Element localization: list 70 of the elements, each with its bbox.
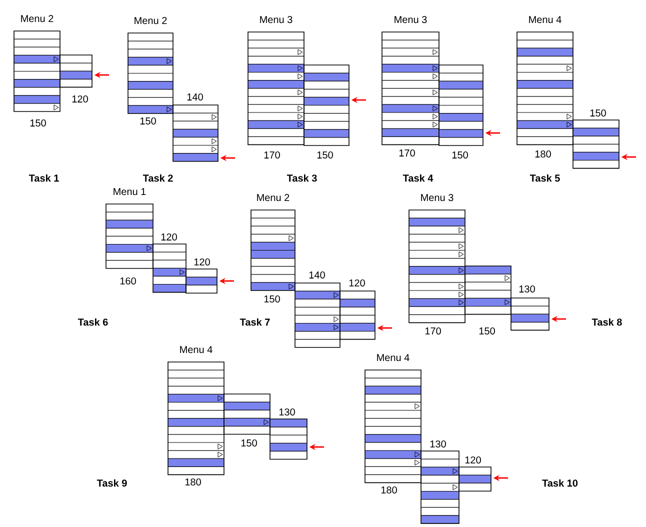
width-label: 180 — [535, 150, 551, 158]
width-label: 120 — [194, 258, 210, 266]
task-label: Task 9 — [96, 479, 127, 487]
width-label: 140 — [309, 271, 325, 279]
width-label: 180 — [185, 478, 201, 486]
menu-column — [250, 210, 296, 291]
width-label: 120 — [161, 233, 177, 241]
width-label: 150 — [590, 109, 606, 117]
menu-column — [340, 290, 376, 340]
task-label: Task 5 — [530, 174, 560, 182]
menu-column — [572, 120, 620, 169]
menu-column — [304, 64, 350, 146]
menu-column — [270, 418, 308, 460]
menu-column — [510, 298, 550, 331]
menu-column — [458, 466, 492, 492]
width-label: 170 — [425, 327, 441, 335]
menu-column — [364, 370, 422, 484]
task-label: Task 4 — [402, 174, 434, 182]
menu-column — [224, 394, 270, 435]
task-label: Task 3 — [286, 174, 317, 182]
menu-column — [152, 244, 186, 293]
width-label: 130 — [519, 285, 535, 293]
menu-title: Menu 3 — [394, 16, 427, 24]
width-label: 150 — [452, 151, 468, 159]
task-label: Task 6 — [78, 318, 108, 326]
width-label: 150 — [30, 119, 46, 127]
task-label: Task 10 — [542, 479, 578, 487]
width-label: 120 — [72, 95, 88, 103]
width-label: 150 — [140, 117, 156, 125]
width-label: 150 — [317, 151, 333, 159]
menu-column — [248, 32, 304, 146]
task-label: Task 8 — [592, 318, 622, 326]
menu-title: Menu 2 — [257, 194, 290, 202]
menu-title: Menu 4 — [180, 346, 212, 354]
menu-column — [106, 204, 154, 269]
menu-column — [128, 32, 174, 114]
task-label: Task 7 — [240, 318, 270, 326]
task-label: Task 1 — [28, 174, 59, 182]
menu-title: Menu 4 — [529, 16, 562, 24]
menu-column — [438, 64, 484, 146]
menu-title: Menu 3 — [421, 194, 454, 202]
menu-title: Menu 3 — [260, 16, 292, 24]
menu-column — [464, 266, 512, 315]
menu-title: Menu 1 — [114, 188, 146, 196]
menu-column — [172, 104, 218, 162]
width-label: 150 — [241, 439, 257, 447]
width-label: 130 — [279, 408, 295, 416]
width-label: 170 — [399, 149, 415, 157]
width-label: 120 — [465, 456, 481, 464]
menu-column — [168, 362, 224, 476]
menu-column — [382, 32, 440, 146]
width-label: 130 — [430, 440, 446, 448]
menu-column — [408, 210, 466, 324]
menu-column — [516, 32, 574, 146]
menu-title: Menu 2 — [134, 17, 167, 24]
task-label: Task 2 — [142, 174, 173, 182]
menu-title: Menu 2 — [21, 15, 54, 22]
width-label: 160 — [120, 277, 136, 285]
menu-column — [14, 30, 60, 112]
menu-column — [60, 54, 92, 88]
width-label: 120 — [349, 279, 365, 287]
width-label: 170 — [264, 151, 280, 159]
width-label: 150 — [479, 327, 495, 335]
width-label: 180 — [381, 486, 397, 494]
menu-column — [420, 450, 460, 524]
menu-column — [294, 282, 340, 348]
menu-column — [186, 268, 218, 294]
width-label: 150 — [264, 295, 280, 303]
width-label: 140 — [187, 93, 203, 101]
menu-title: Menu 4 — [377, 354, 410, 362]
